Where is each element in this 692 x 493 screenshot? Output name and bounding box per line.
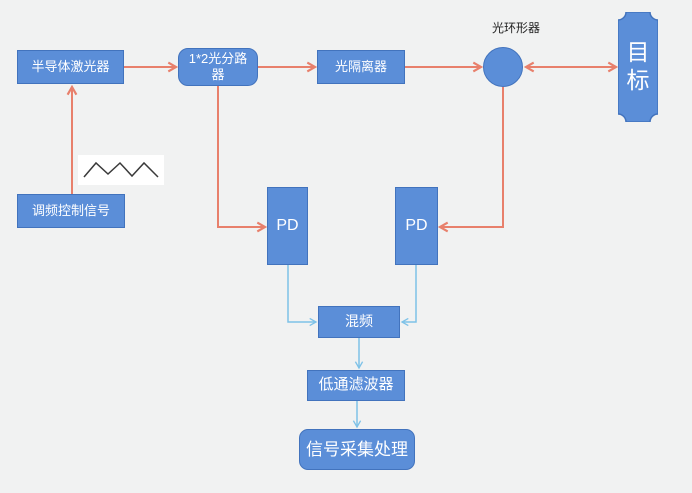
- node-semiconductor-laser: 半导体激光器: [17, 50, 124, 84]
- arrow-splitter-to-pd-left: [217, 86, 265, 227]
- node-low-pass-filter: 低通滤波器: [307, 370, 405, 401]
- target-plaque-shape: [618, 12, 658, 122]
- node-optical-circulator: [483, 47, 523, 87]
- node-1x2-splitter: 1*2光分路器: [178, 48, 258, 86]
- node-optical-isolator: 光隔离器: [317, 50, 405, 84]
- node-signal-acquisition: 信号采集处理: [299, 429, 415, 470]
- node-fm-control-signal: 调频控制信号: [17, 194, 125, 228]
- arrow-pd-left-to-mixer: [287, 265, 318, 327]
- node-pd-right: PD: [395, 187, 438, 265]
- target-label: 目标: [626, 39, 650, 93]
- node-mixer: 混频: [318, 306, 400, 338]
- arrow-circulator-to-pd-right: [440, 87, 504, 227]
- node-pd-left: PD: [267, 187, 308, 265]
- node-target: 目标: [618, 12, 658, 122]
- arrow-pd-right-to-mixer: [400, 265, 417, 327]
- circulator-label: 光环形器: [491, 21, 540, 35]
- triangle-wave-icon: [78, 155, 164, 185]
